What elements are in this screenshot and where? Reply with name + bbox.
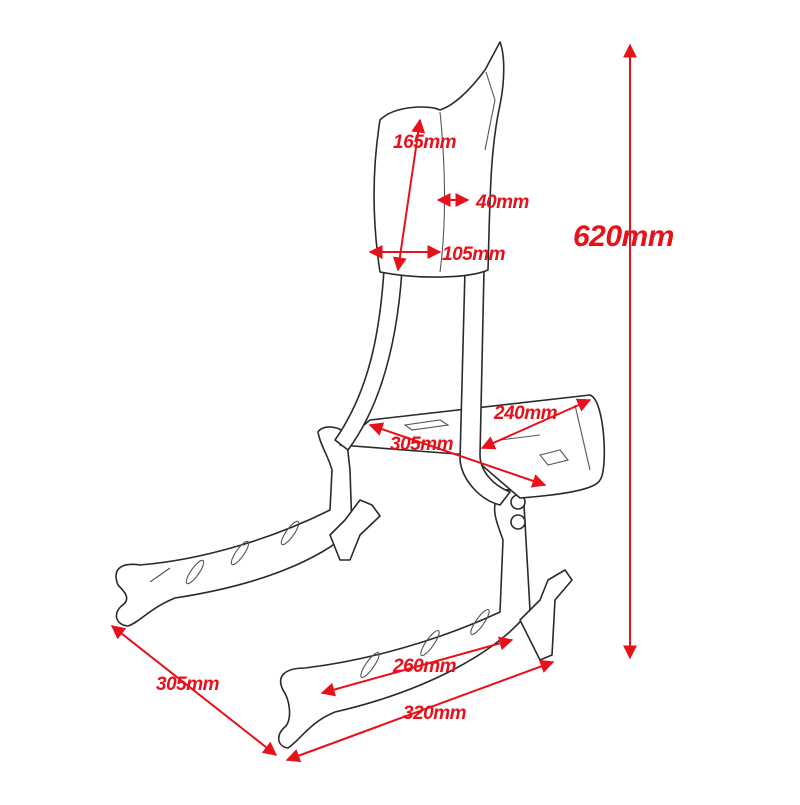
dimension-lines <box>110 43 637 763</box>
arrow-plate-span <box>285 659 555 763</box>
label-hole-span: 260mm <box>393 656 457 677</box>
label-rack-depth: 240mm <box>494 403 558 424</box>
label-pad-width: 105mm <box>442 244 506 265</box>
label-pad-thickness: 40mm <box>476 192 529 213</box>
arrow-plate-length <box>110 625 278 756</box>
label-pad-height: 165mm <box>393 132 457 153</box>
label-plate-length: 305mm <box>156 674 220 695</box>
backrest-pad <box>373 41 505 278</box>
label-plate-span: 320mm <box>403 703 467 724</box>
arrow-rack-width <box>368 422 547 488</box>
left-side-plate <box>115 426 381 627</box>
label-rack-width: 305mm <box>390 434 454 455</box>
uprights <box>334 269 511 506</box>
label-height-total: 620mm <box>573 220 674 253</box>
